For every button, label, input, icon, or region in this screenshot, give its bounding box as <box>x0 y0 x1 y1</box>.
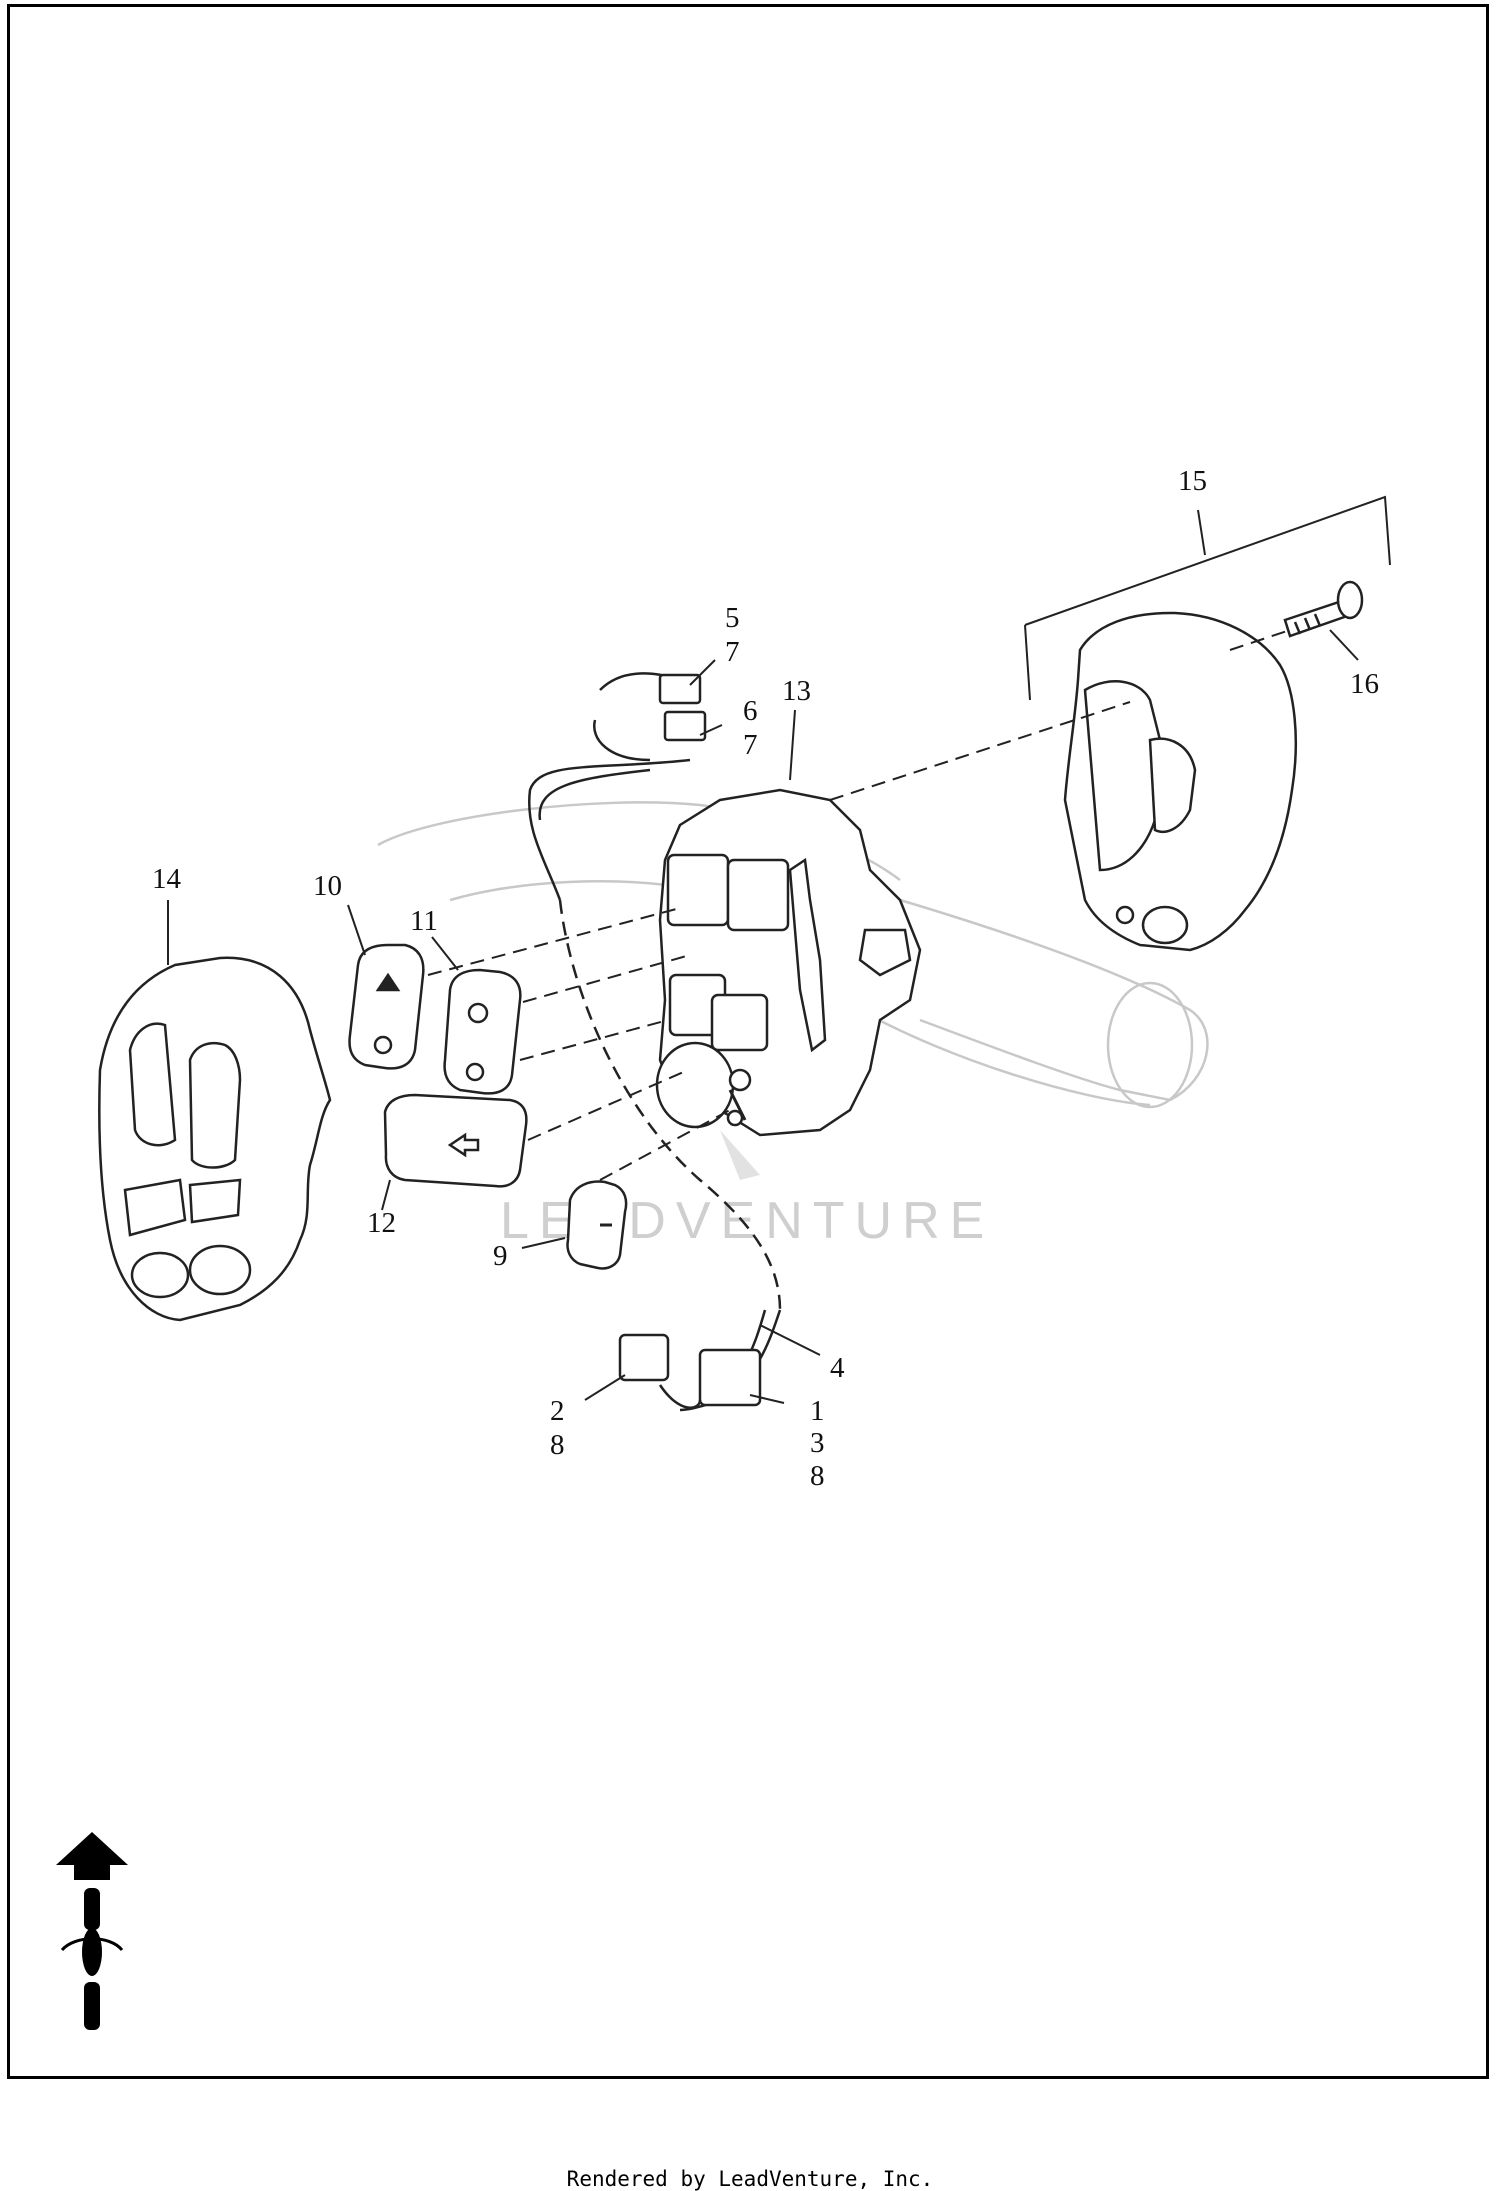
lower-wiring-part <box>558 899 782 1412</box>
callout-8b: 8 <box>810 1460 825 1492</box>
callout-2: 2 <box>550 1395 565 1427</box>
footer-credit: Rendered by LeadVenture, Inc. <box>566 2167 934 2191</box>
horn-button-part <box>566 1180 628 1270</box>
callout-5: 5 <box>725 602 740 634</box>
front-of-vehicle-arrow-icon <box>56 1832 128 2030</box>
leader-lines <box>167 629 1359 1404</box>
callout-10: 10 <box>313 870 342 902</box>
diagram-frame <box>7 4 1489 2079</box>
callout-13: 13 <box>782 675 811 707</box>
callout-7b: 7 <box>743 729 758 761</box>
screw-part <box>1283 580 1364 638</box>
switch-housing-lower-part <box>98 956 332 1322</box>
alignment-lines <box>427 629 1291 1181</box>
callout-4: 4 <box>830 1352 845 1384</box>
callout-3: 3 <box>810 1427 825 1459</box>
callout-16: 16 <box>1350 668 1379 700</box>
callout-11: 11 <box>410 905 438 937</box>
callout-15: 15 <box>1178 465 1207 497</box>
connector-pigtail-part <box>527 672 707 901</box>
switch-assembly-part <box>655 788 922 1137</box>
switch-housing-upper-part <box>1063 611 1298 952</box>
watermark-logo <box>720 1130 760 1180</box>
callout-1: 1 <box>810 1395 825 1427</box>
callout-14: 14 <box>152 863 182 895</box>
callout-9: 9 <box>493 1240 508 1272</box>
callout-15-bracket <box>1024 495 1391 701</box>
cruise-button-part <box>443 968 522 1095</box>
turn-signal-button-part <box>383 1093 528 1188</box>
callout-8a: 8 <box>550 1429 565 1461</box>
callout-6: 6 <box>743 695 758 727</box>
callout-12: 12 <box>367 1207 396 1239</box>
callout-numbers: 1 2 3 4 5 6 7 7 8 8 9 10 11 12 13 14 15 … <box>152 465 1379 1492</box>
callout-7a: 7 <box>725 636 740 668</box>
hazard-button-part <box>348 943 425 1070</box>
